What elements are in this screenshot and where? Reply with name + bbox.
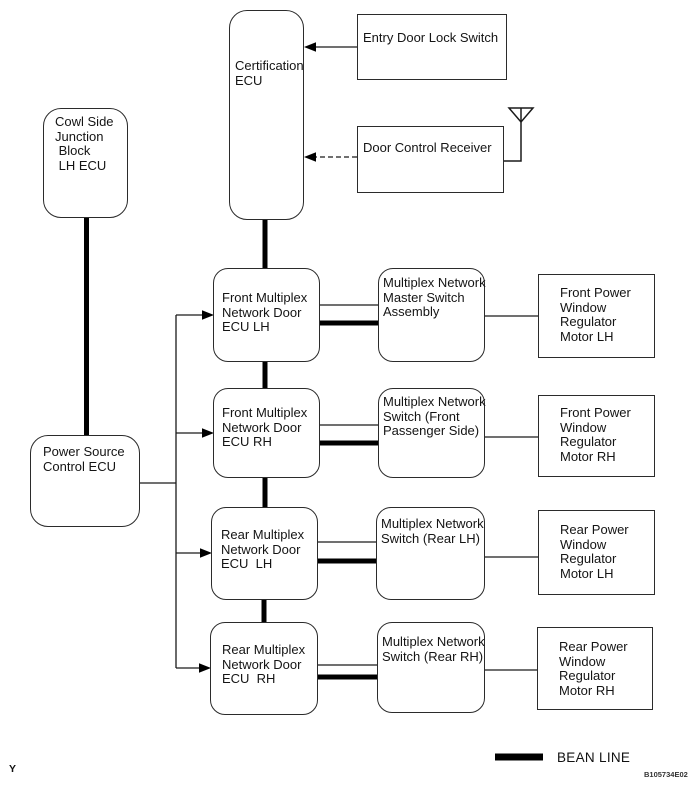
- node-front-window-motor-lh: Front Power Window Regulator Motor LH: [538, 274, 655, 358]
- arrow-receiver-to-certification: [304, 152, 357, 162]
- arrow-entry-to-certification: [304, 42, 357, 52]
- node-front-multiplex-ecu-rh: Front Multiplex Network Door ECU RH: [213, 388, 320, 478]
- branch-arrowheads: [199, 310, 214, 673]
- node-entry-door-lock-switch: Entry Door Lock Switch: [357, 14, 507, 80]
- node-rear-window-motor-rh: Rear Power Window Regulator Motor RH: [537, 627, 653, 710]
- node-front-window-motor-rh: Front Power Window Regulator Motor RH: [538, 395, 655, 477]
- antenna-icon: [503, 107, 535, 162]
- node-door-control-receiver: Door Control Receiver: [357, 126, 504, 193]
- node-rear-multiplex-ecu-rh: Rear Multiplex Network Door ECU RH: [210, 622, 318, 715]
- node-rear-multiplex-ecu-lh: Rear Multiplex Network Door ECU LH: [211, 507, 318, 600]
- node-switch-front-passenger: Multiplex Network Switch (Front Passenge…: [378, 388, 486, 478]
- node-certification-ecu: Certification ECU: [229, 10, 304, 220]
- node-power-source-control-ecu: Power Source Control ECU: [30, 435, 140, 527]
- legend-bean-line-label: BEAN LINE: [557, 750, 631, 765]
- node-switch-rear-rh: Multiplex Network Switch (Rear RH): [377, 622, 485, 713]
- page-marker: Y: [9, 763, 17, 775]
- bean-lines: [84, 217, 378, 680]
- signal-lines: [140, 304, 538, 671]
- node-rear-window-motor-lh: Rear Power Window Regulator Motor LH: [538, 510, 655, 595]
- node-cowl-side-junction-block: Cowl Side Junction Block LH ECU: [43, 108, 128, 218]
- figure-code: B105734E02: [644, 770, 688, 779]
- node-front-multiplex-ecu-lh: Front Multiplex Network Door ECU LH: [213, 268, 320, 362]
- node-switch-rear-lh: Multiplex Network Switch (Rear LH): [376, 507, 485, 600]
- node-master-switch-assembly: Multiplex Network Master Switch Assembly: [378, 268, 486, 362]
